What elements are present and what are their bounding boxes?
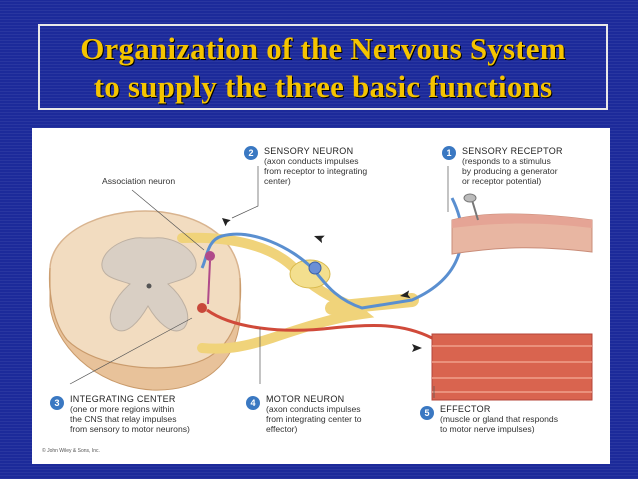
- callout-2-title: SENSORY NEURON: [264, 146, 354, 156]
- copyright-notice: © John Wiley & Sons, Inc.: [42, 448, 100, 454]
- callout-1-number: 1: [442, 146, 456, 160]
- callout-2-number: 2: [244, 146, 258, 160]
- slide-title: Organization of the Nervous System to su…: [38, 24, 608, 110]
- callout-1-detail-2: by producing a generator: [462, 166, 558, 176]
- spinal-cord: [48, 210, 242, 391]
- callout-3-detail-2: the CNS that relay impulses: [70, 414, 177, 424]
- callout-2-detail-2: from receptor to integrating: [264, 166, 368, 176]
- callout-3-title: INTEGRATING CENTER: [70, 394, 176, 404]
- direction-arrows: [222, 218, 422, 352]
- callout-sensory-receptor: SENSORY RECEPTOR (responds to a stimulus…: [462, 146, 563, 186]
- callout-4-number: 4: [246, 396, 260, 410]
- callout-5-title: EFFECTOR: [440, 404, 491, 414]
- callout-5-detail-2: to motor nerve impulses): [440, 424, 535, 434]
- callout-sensory-neuron: SENSORY NEURON (axon conducts impulses f…: [264, 146, 367, 186]
- callout-4-title: MOTOR NEURON: [266, 394, 345, 404]
- callout-3-detail-1: (one or more regions within: [70, 404, 175, 414]
- callout-1-detail-1: (responds to a stimulus: [462, 156, 551, 166]
- skin-block: [451, 193, 593, 255]
- callout-2-detail-3: center): [264, 176, 291, 186]
- muscle-block: [431, 333, 593, 401]
- callout-5-number: 5: [420, 406, 434, 420]
- association-neuron-label: Association neuron: [102, 176, 176, 186]
- callout-4-detail-2: from integrating center to: [266, 414, 362, 424]
- reflex-arc-diagram: 2 SENSORY NEURON (axon conducts impulses…: [32, 128, 610, 464]
- callout-motor-neuron: MOTOR NEURON (axon conducts impulses fro…: [266, 394, 362, 434]
- callout-1-title: SENSORY RECEPTOR: [462, 146, 563, 156]
- callout-3-detail-3: from sensory to motor neurons): [70, 424, 190, 434]
- callout-1-detail-3: or receptor potential): [462, 176, 542, 186]
- callout-5-detail-1: (muscle or gland that responds: [440, 414, 558, 424]
- callout-4-detail-3: effector): [266, 424, 298, 434]
- reflex-arc-illustration: [48, 166, 593, 401]
- callout-integrating-center: INTEGRATING CENTER (one or more regions …: [70, 394, 190, 434]
- title-line-1: Organization of the Nervous System: [80, 31, 566, 66]
- callout-4-detail-1: (axon conducts impulses: [266, 404, 361, 414]
- callout-effector: EFFECTOR (muscle or gland that responds …: [440, 404, 558, 434]
- callout-3-number: 3: [50, 396, 64, 410]
- title-line-2: to supply the three basic functions: [93, 69, 553, 104]
- callout-2-detail-1: (axon conducts impulses: [264, 156, 359, 166]
